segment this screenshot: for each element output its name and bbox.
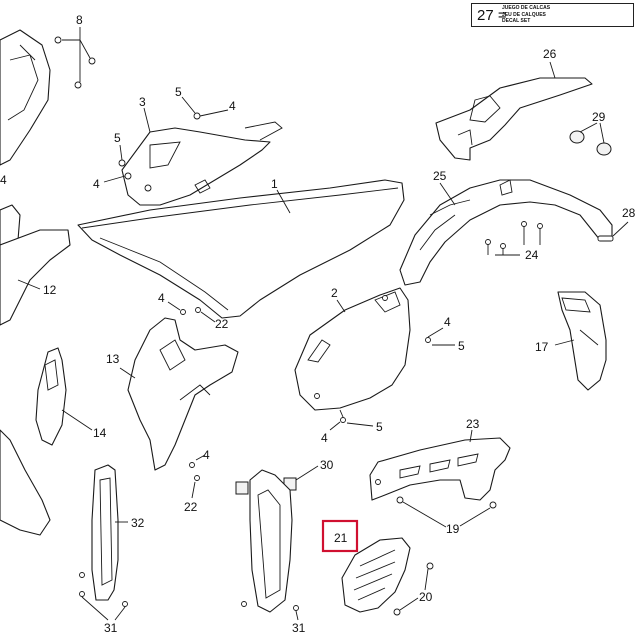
leader-12 xyxy=(17,279,41,290)
callout-25: 25 xyxy=(433,169,447,183)
callout-labels: 8 3 5 4 5 4 26 29 1 25 28 24 12 4 22 2 4… xyxy=(0,13,636,635)
legend-part-number: 27 = xyxy=(477,7,507,24)
legend-line-spanish: JUEGO DE CALCAS xyxy=(502,5,551,11)
screw-set-8[interactable] xyxy=(54,27,96,89)
decal-set-legend: 27 = JUEGO DE CALCAS JEU DE CALQUES DECA… xyxy=(471,3,634,27)
screws-near-2 xyxy=(329,327,455,431)
callout-4-low: 4 xyxy=(321,431,328,445)
part-1-seat[interactable] xyxy=(77,179,405,319)
callout-19: 19 xyxy=(446,522,460,536)
screws-near-3 xyxy=(103,96,229,183)
screws-31-left xyxy=(79,572,128,621)
screws-20[interactable] xyxy=(393,562,434,616)
part-left-radiator-shroud[interactable] xyxy=(0,29,51,166)
legend-text: JUEGO DE CALCAS JEU DE CALQUES DECAL SET xyxy=(502,5,550,25)
part-2-side-panel[interactable] xyxy=(294,287,411,411)
callout-31-left: 31 xyxy=(104,621,118,635)
callout-29: 29 xyxy=(592,110,606,124)
part-29-rubber-grommets[interactable] xyxy=(569,122,612,156)
screws-22-lower xyxy=(189,454,206,499)
screws-19[interactable] xyxy=(396,496,497,528)
callout-4-edge: 4 xyxy=(0,173,7,187)
callout-13: 13 xyxy=(106,352,120,366)
callout-5-low: 5 xyxy=(376,420,383,434)
part-3-upper-panel[interactable] xyxy=(121,121,283,206)
callout-4-top: 4 xyxy=(229,99,236,113)
callout-4-left: 4 xyxy=(93,177,100,191)
callout-2: 2 xyxy=(331,286,338,300)
part-13-radiator-shroud[interactable] xyxy=(119,301,239,471)
callout-22-top: 22 xyxy=(215,317,229,331)
callout-4-mid: 4 xyxy=(158,291,165,305)
callout-24: 24 xyxy=(525,248,539,262)
callout-21: 21 xyxy=(334,531,348,545)
legend-line-english: DECAL SET xyxy=(502,18,531,24)
callout-3: 3 xyxy=(139,95,146,109)
callout-12: 12 xyxy=(43,283,57,297)
callout-5-left: 5 xyxy=(114,131,121,145)
part-26-rear-fender-tip[interactable] xyxy=(435,61,593,161)
part-fork-guard-right[interactable] xyxy=(241,469,299,621)
callout-28: 28 xyxy=(622,206,636,220)
part-32-fork-guard-left[interactable] xyxy=(91,464,128,601)
part-28-pin[interactable] xyxy=(597,221,629,242)
callout-20: 20 xyxy=(419,590,433,604)
callout-23: 23 xyxy=(466,417,480,431)
part-17-chain-guide[interactable] xyxy=(554,291,607,391)
callout-26: 26 xyxy=(543,47,557,61)
callout-4-right: 4 xyxy=(444,315,451,329)
callout-14: 14 xyxy=(93,426,107,440)
part-left-side-partial xyxy=(0,204,71,536)
screws-24[interactable] xyxy=(485,221,543,256)
callout-5-top: 5 xyxy=(175,85,182,99)
callout-5-right: 5 xyxy=(458,339,465,353)
callout-1: 1 xyxy=(271,177,278,191)
part-25-rear-fender[interactable] xyxy=(399,179,613,286)
callout-31-right: 31 xyxy=(292,621,306,635)
callout-4-bottom: 4 xyxy=(203,448,210,462)
callout-22-bottom: 22 xyxy=(184,500,198,514)
part-21-sprocket-guard[interactable] xyxy=(341,537,411,613)
legend-line-french: JEU DE CALQUES xyxy=(502,11,546,18)
highlight-box-21 xyxy=(321,519,359,553)
callout-8: 8 xyxy=(76,13,83,27)
callout-17: 17 xyxy=(535,340,549,354)
callout-32: 32 xyxy=(131,516,145,530)
callout-30: 30 xyxy=(320,458,334,472)
part-14-fork-guard[interactable] xyxy=(35,347,93,446)
part-23-chain-guard[interactable] xyxy=(369,429,511,501)
